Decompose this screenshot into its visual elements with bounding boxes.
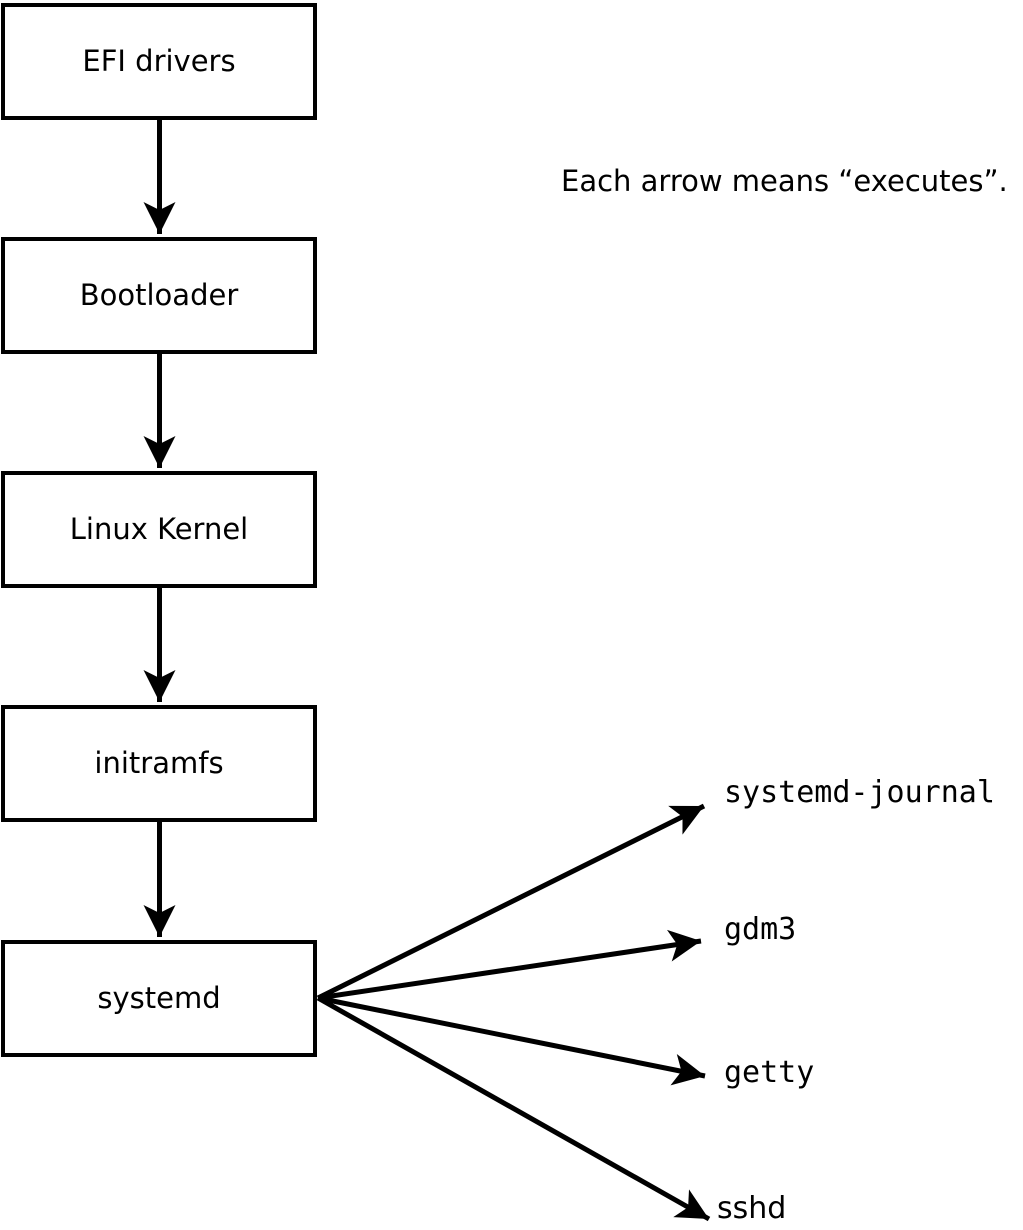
arrow-systemd-to-sshd — [316, 995, 711, 1222]
node-initramfs-label: initramfs — [94, 746, 224, 780]
node-linux-kernel-label: Linux Kernel — [69, 512, 249, 546]
arrow-systemd-to-journal — [316, 803, 706, 1001]
arrow-systemd-to-getty — [317, 995, 706, 1086]
node-bootloader: Bootloader — [1, 237, 317, 354]
spawn-label-getty: getty — [724, 1055, 815, 1090]
node-initramfs: initramfs — [1, 705, 317, 822]
spawn-label-sshd: sshd — [717, 1191, 787, 1226]
spawn-label-gdm3: gdm3 — [724, 912, 797, 947]
node-systemd: systemd — [1, 940, 317, 1057]
legend-note: Each arrow means “executes”. — [561, 164, 1008, 198]
node-efi-drivers: EFI drivers — [1, 3, 317, 120]
node-efi-drivers-label: EFI drivers — [82, 44, 236, 78]
spawn-label-systemd-journal: systemd-journal — [724, 775, 995, 810]
node-bootloader-label: Bootloader — [79, 278, 239, 312]
node-systemd-label: systemd — [97, 981, 221, 1015]
arrow-systemd-to-gdm3 — [317, 929, 702, 1001]
node-linux-kernel: Linux Kernel — [1, 471, 317, 588]
